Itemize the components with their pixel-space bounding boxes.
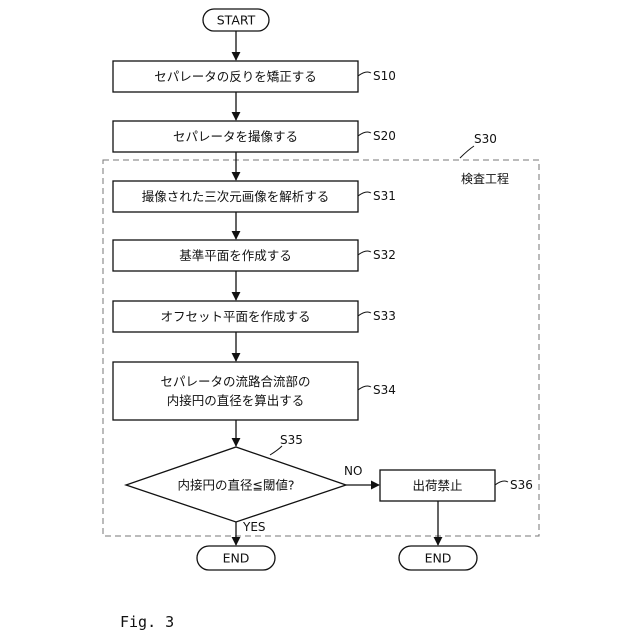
step-s36-leader [495, 481, 508, 485]
decision-s35-tag: S35 [280, 433, 303, 447]
step-s31-tag: S31 [373, 189, 396, 203]
step-s10-leader [358, 72, 371, 76]
step-s34-label-line1: セパレータの流路合流部の [160, 374, 310, 389]
step-s34-leader [358, 386, 371, 390]
step-s20-leader [358, 132, 371, 136]
step-s31-label: 撮像された三次元画像を解析する [142, 189, 330, 204]
step-s33-label: オフセット平面を作成する [160, 309, 310, 324]
start-label: START [217, 13, 256, 28]
step-s20-tag: S20 [373, 129, 396, 143]
step-s32-leader [358, 251, 371, 255]
step-s32-tag: S32 [373, 248, 396, 262]
step-s36-label: 出荷禁止 [412, 478, 462, 493]
step-s33-tag: S33 [373, 309, 396, 323]
step-s34-tag: S34 [373, 383, 396, 397]
end-yes-label: END [223, 551, 250, 566]
step-s10-tag: S10 [373, 69, 396, 83]
group-label: 検査工程 [461, 171, 509, 186]
step-s32-label: 基準平面を作成する [179, 248, 292, 263]
end-no-label: END [425, 551, 452, 566]
group-tag: S30 [474, 132, 497, 146]
step-s34 [113, 362, 358, 420]
edge-label-no: NO [344, 464, 362, 478]
step-s33-leader [358, 312, 371, 316]
decision-s35-leader [270, 446, 282, 455]
step-s10-label: セパレータの反りを矯正する [154, 69, 317, 84]
step-s36-tag: S36 [510, 478, 533, 492]
decision-s35-label: 内接円の直径≦閾値? [177, 478, 294, 493]
step-s31-leader [358, 192, 371, 196]
figure-label: Fig. 3 [120, 613, 174, 631]
edge-label-yes: YES [242, 520, 266, 534]
step-s20-label: セパレータを撮像する [173, 129, 298, 144]
group-tag-leader [460, 146, 474, 158]
step-s34-label-line2: 内接円の直径を算出する [167, 393, 305, 408]
